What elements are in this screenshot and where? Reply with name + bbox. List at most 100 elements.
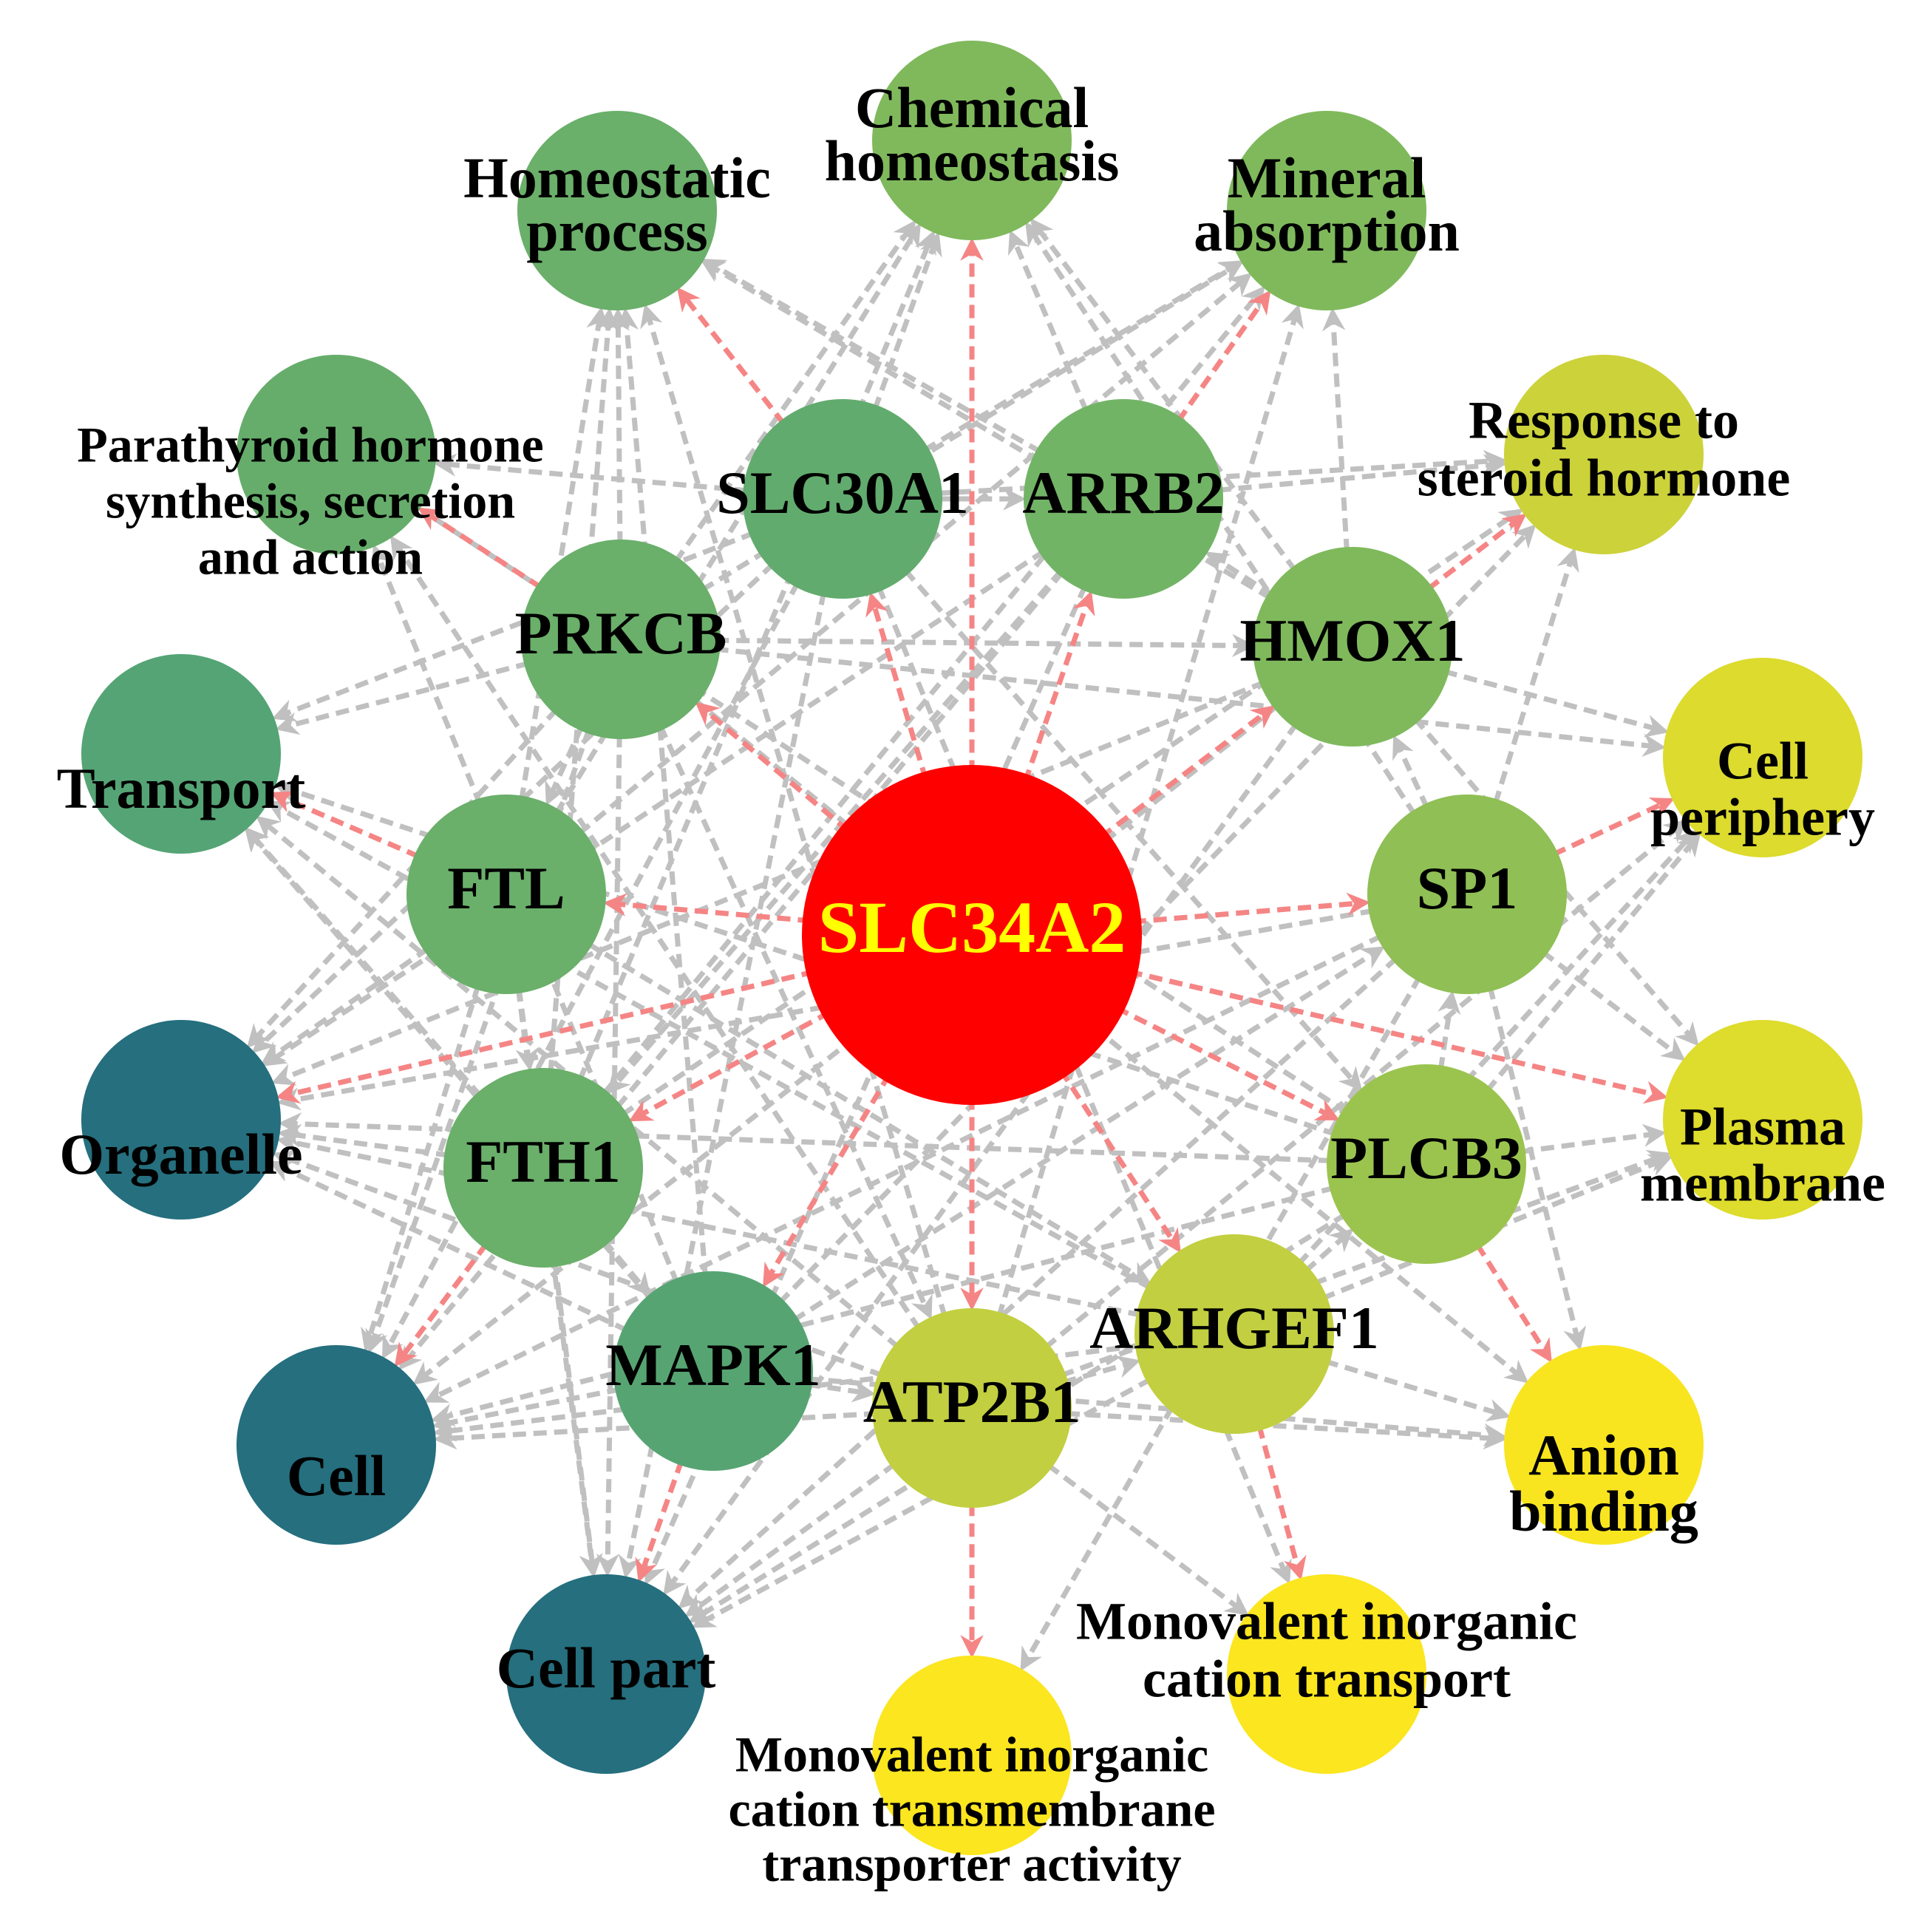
edge-SLC34A2-ARHGEF1 (1058, 1068, 1181, 1254)
label-hmox1: HMOX1 (1239, 607, 1465, 674)
node-prkcb (521, 540, 721, 739)
edge-PRKCB-periphery (715, 646, 1667, 757)
edge-SP1-periphery (1551, 797, 1675, 857)
edge-ARHGEF1-cellpart (691, 1376, 1152, 1628)
edge-FTH1-cellpart (552, 1261, 603, 1578)
edge-HMOX1-organelle (271, 679, 1266, 1086)
node-slc34a2 (802, 765, 1142, 1105)
node-hmox1 (1253, 547, 1452, 746)
edge-FTH1-mineral (601, 285, 1265, 1096)
edge-ARRB2-FTH1 (607, 568, 1064, 1095)
label-atp2b1: ATP2B1 (863, 1368, 1081, 1435)
node-ftl (406, 795, 606, 994)
edge-ARHGEF1-organelle (276, 1132, 1143, 1318)
edge-PLCB3-periphery (1485, 832, 1701, 1093)
edge-MAPK1-ATP2B1 (806, 1379, 876, 1403)
node-arrb2 (1024, 399, 1223, 599)
node-homeostatic (517, 111, 717, 310)
node-plcb3 (1327, 1064, 1526, 1264)
edge-SLC34A2-SP1 (1132, 892, 1371, 925)
node-atp2b1 (872, 1308, 1072, 1508)
node-steroid (1504, 355, 1704, 554)
edge-PLCB3-SP1 (1438, 990, 1461, 1071)
edge-SLC34A2-HMOX1 (1099, 705, 1276, 840)
node-chemical (872, 41, 1072, 240)
edge-ARRB2-chemical (1007, 230, 1089, 413)
label-arhgef1: ARHGEF1 (1089, 1294, 1379, 1361)
edge-PRKCB-HMOX1 (715, 633, 1256, 658)
edge-SLC34A2-organelle (275, 969, 816, 1104)
edge-MAPK1-organelle (268, 1160, 629, 1333)
edge-ARRB2-homeostatic (701, 259, 1043, 455)
edge-MAPK1-homeostatic (615, 307, 708, 1277)
edge-MAPK1-SP1 (792, 946, 1385, 1323)
node-parathyroid (237, 355, 436, 554)
edge-PRKCB-homeostatic (606, 307, 630, 545)
edge-PRKCB-transport (275, 660, 530, 735)
edge-FTL-cellpart (515, 987, 602, 1578)
edge-ATP2B1-anion (1066, 1410, 1507, 1450)
node-fth1 (443, 1068, 643, 1268)
edge-SP1-steroid (1492, 547, 1579, 805)
label-organelle: Organelle (59, 1122, 302, 1186)
edge-ATP2B1-cellpart (684, 1461, 897, 1617)
label-plcb3: PLCB3 (1330, 1124, 1523, 1191)
edge-PRKCB-organelle (246, 707, 559, 1049)
edge-SLC34A2-plasma (1128, 969, 1669, 1104)
edge-FTL-cell (361, 984, 481, 1353)
edge-FTL-organelle (260, 946, 430, 1065)
edge-PLCB3-cell (430, 1185, 1336, 1426)
label-prkcb: PRKCB (515, 599, 727, 667)
edge-MAPK1-cell (431, 1387, 621, 1434)
edge-SLC34A2-SLC30A1 (865, 591, 929, 781)
edge-FTL-transport (270, 791, 421, 860)
edge-SLC34A2-ARRB2 (1022, 591, 1095, 783)
node-mineral (1227, 111, 1426, 310)
edge-SLC34A2-PRKCB (695, 701, 851, 833)
edge-SLC30A1-cell (381, 581, 800, 1360)
label-fth1: FTH1 (466, 1128, 621, 1195)
edge-PRKCB-ATP2B1 (658, 724, 933, 1320)
node-transport (81, 654, 281, 854)
node-anion (1504, 1345, 1704, 1545)
edge-ARRB2-steroid (1217, 454, 1508, 493)
label-slc34a2: SLC34A2 (818, 886, 1126, 968)
node-cell (237, 1345, 436, 1545)
edge-ATP2B1-monoT (1046, 1463, 1249, 1616)
edge-HMOX1-periphery (1443, 669, 1670, 738)
edge-FTH1-cell (394, 1242, 489, 1367)
edge-ARHGEF1-anion (1324, 1358, 1511, 1422)
node-monotm (872, 1656, 1072, 1855)
node-mapk1 (613, 1271, 813, 1471)
label-mapk1: MAPK1 (605, 1331, 820, 1398)
edge-ARHGEF1-PLCB3 (1303, 1228, 1354, 1273)
edge-FTL-ARHGEF1 (585, 941, 1151, 1285)
edge-SLC30A1-PLCB3 (902, 568, 1363, 1092)
edge-ATP2B1-parathyroid (389, 535, 922, 1331)
label-ftl: FTL (447, 854, 565, 922)
edge-ARRB2-cellpart (644, 584, 1088, 1585)
node-organelle (81, 1020, 281, 1220)
edge-FTH1-MAPK1 (602, 1239, 651, 1297)
node-plasma (1663, 1020, 1862, 1220)
edge-PRKCB-chemical (673, 220, 916, 564)
edge-HMOX1-chemical (1030, 218, 1298, 573)
edge-HMOX1-ARRB2 (1205, 551, 1275, 598)
edge-ARRB2-organelle (262, 548, 1046, 1067)
edge-PLCB3-plasma (1520, 1123, 1667, 1154)
edge-SLC30A1-homeostatic (676, 287, 786, 426)
edge-ARHGEF1-monoT (1256, 1424, 1307, 1581)
edge-FTH1-organelle (277, 1123, 450, 1158)
